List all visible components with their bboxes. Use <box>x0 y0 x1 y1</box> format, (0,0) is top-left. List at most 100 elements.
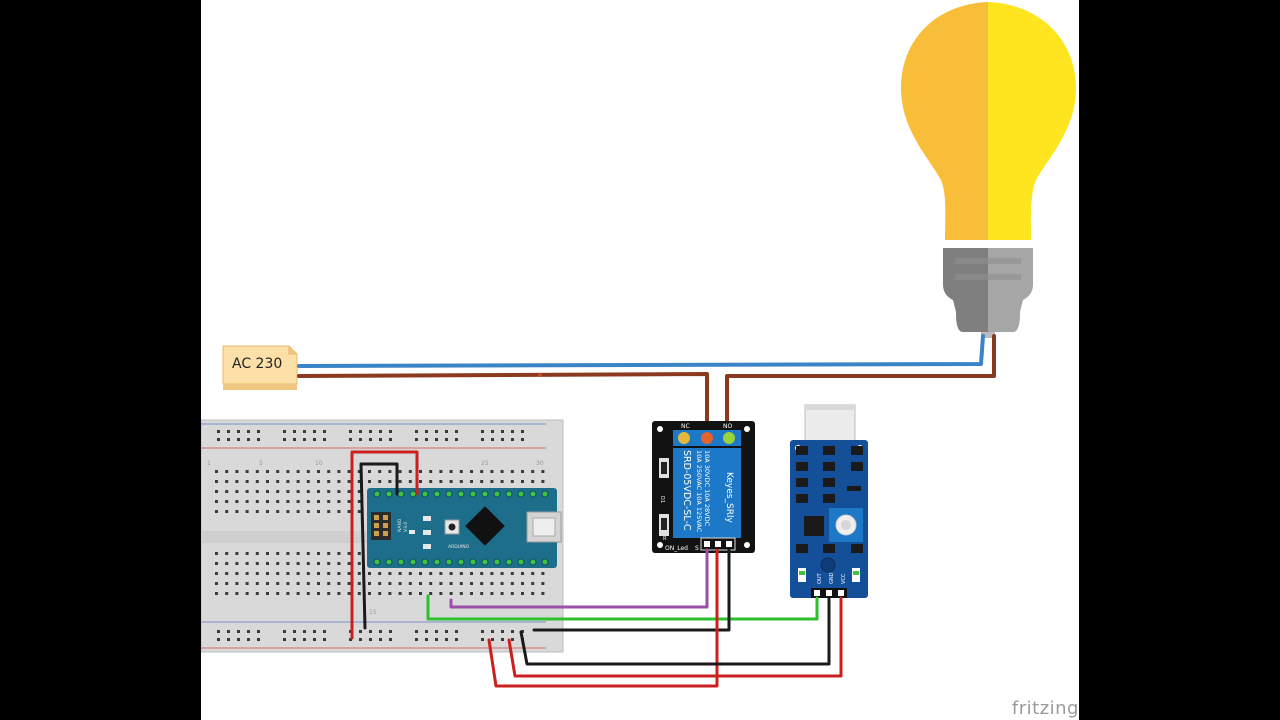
breadboard-hole <box>347 470 351 473</box>
breadboard-hole <box>398 572 402 575</box>
breadboard-hole <box>255 470 259 473</box>
bulb-base-right <box>988 248 1033 332</box>
fritzing-watermark: fritzing <box>1011 698 1079 719</box>
breadboard-hole <box>510 480 514 483</box>
nano-5v-red-wire <box>350 450 419 640</box>
breadboard-hole <box>276 572 280 575</box>
breadboard-hole <box>225 572 229 575</box>
breadboard-hole <box>501 430 504 433</box>
bb-col-10: 10 <box>315 460 323 467</box>
breadboard-hole <box>327 582 331 585</box>
breadboard-hole <box>247 430 250 433</box>
relay-to-bulb-wire-brown <box>725 334 996 442</box>
breadboard-hole <box>225 562 229 565</box>
breadboard-hole <box>276 582 280 585</box>
breadboard-hole <box>429 470 433 473</box>
breadboard-hole <box>459 592 463 595</box>
breadboard-hole <box>235 470 239 473</box>
breadboard-hole <box>368 480 371 483</box>
nano-pins <box>373 490 549 566</box>
breadboard-hole <box>481 638 484 641</box>
breadboard-hole <box>378 582 382 585</box>
breadboard-hole <box>276 470 280 473</box>
breadboard-hole <box>347 582 351 585</box>
breadboard-hole <box>313 630 316 633</box>
breadboard-hole <box>245 470 249 473</box>
breadboard-hole <box>379 630 382 633</box>
breadboard-hole <box>296 572 300 575</box>
breadboard-hole <box>323 638 326 641</box>
breadboard-hole <box>349 438 352 441</box>
breadboard-hole <box>245 582 249 585</box>
breadboard-hole <box>225 552 229 555</box>
breadboard-hole <box>257 630 260 633</box>
fritzing-canvas: AC 230 1 5 10 15 25 30 <box>201 0 1079 720</box>
breadboard-hole <box>276 592 280 595</box>
breadboard-hole <box>247 438 250 441</box>
breadboard-hole <box>283 430 286 433</box>
breadboard-hole <box>283 630 286 633</box>
breadboard-hole <box>215 562 218 565</box>
breadboard-hole <box>286 510 290 513</box>
breadboard-hole <box>296 552 300 555</box>
breadboard-hole <box>439 592 443 595</box>
breadboard-hole <box>480 592 484 595</box>
bb-col-5: 5 <box>259 460 263 467</box>
breadboard-hole <box>398 480 402 483</box>
breadboard-hole <box>227 430 230 433</box>
breadboard-hole <box>286 470 290 473</box>
breadboard-hole <box>419 592 422 595</box>
breadboard-hole <box>337 552 341 555</box>
breadboard-hole <box>459 480 463 483</box>
breadboard-hole <box>283 438 286 441</box>
nano-pin <box>529 490 537 498</box>
bulb-glass-left <box>901 2 988 240</box>
breadboard-hole <box>501 638 504 641</box>
breadboard-hole <box>541 470 545 473</box>
relay-terminal-nc <box>701 432 713 444</box>
breadboard-hole <box>245 510 249 513</box>
breadboard-hole <box>445 438 448 441</box>
sensor-gnd-label: GND <box>829 572 835 584</box>
breadboard-hole <box>266 562 269 565</box>
breadboard-hole <box>245 572 249 575</box>
breadboard-hole <box>388 592 392 595</box>
breadboard-hole <box>435 438 438 441</box>
breadboard-hole <box>323 430 326 433</box>
breadboard-hole <box>419 582 422 585</box>
breadboard-hole <box>359 430 362 433</box>
breadboard-hole <box>481 630 484 633</box>
breadboard-hole <box>296 592 300 595</box>
breadboard-hole <box>369 438 372 441</box>
breadboard-hole <box>306 582 310 585</box>
breadboard-hole <box>357 562 361 565</box>
breadboard-hole <box>449 582 453 585</box>
breadboard-hole <box>379 430 382 433</box>
breadboard-hole <box>429 572 433 575</box>
breadboard-hole <box>481 438 484 441</box>
breadboard-hole <box>255 500 259 503</box>
nano-pin <box>433 558 441 566</box>
breadboard-hole <box>531 480 535 483</box>
relay-vcc-red-wire <box>487 548 719 688</box>
nano-pin <box>433 490 441 498</box>
nano-pin <box>397 558 405 566</box>
ac-power-source: AC 230 <box>222 345 298 390</box>
relay-signal-label: S <box>695 545 699 552</box>
breadboard-hole <box>235 572 239 575</box>
nano-pin <box>541 558 549 566</box>
breadboard-hole <box>521 582 524 585</box>
breadboard-hole <box>266 592 269 595</box>
breadboard-hole <box>303 438 306 441</box>
breadboard-hole <box>235 500 239 503</box>
breadboard-hole <box>276 490 280 493</box>
sensor-gnd-black-wire <box>519 596 831 666</box>
breadboard-hole <box>286 480 290 483</box>
nano-model-label: NANO <box>397 518 403 532</box>
relay-terminal-screw <box>678 432 690 444</box>
sensor-out-label: OUT <box>817 572 823 584</box>
breadboard-hole <box>501 438 504 441</box>
relay-brand-label: Keyes_SRly <box>724 472 734 524</box>
breadboard-hole <box>306 592 310 595</box>
breadboard-hole <box>435 638 438 641</box>
